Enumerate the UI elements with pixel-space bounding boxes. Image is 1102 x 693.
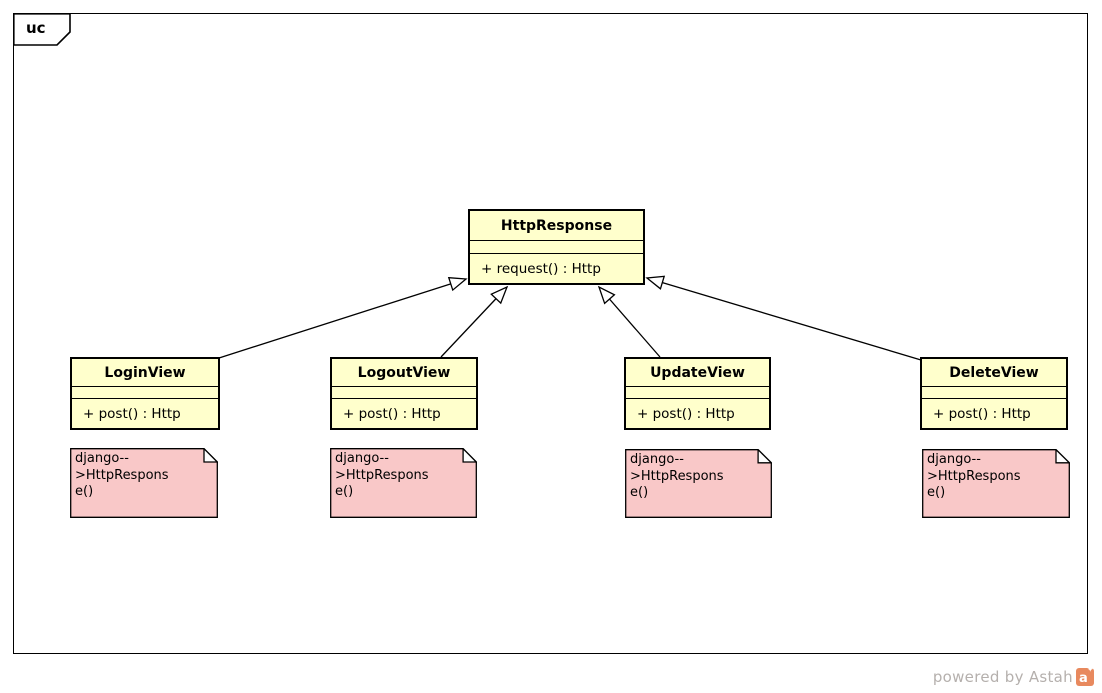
note-text: django-- >HttpRespons e() bbox=[927, 452, 1021, 500]
class-logoutview-operation: + post() : Http bbox=[343, 405, 441, 422]
note-shape bbox=[70, 448, 218, 518]
class-logoutview-attributes bbox=[332, 387, 476, 399]
astah-logo-icon: a ✦ bbox=[1076, 665, 1094, 686]
watermark-text: powered by Astah bbox=[932, 668, 1073, 686]
note-shape bbox=[330, 448, 477, 518]
note-deleteview: django-- >HttpRespons e() bbox=[922, 449, 1070, 518]
class-updateview-name: UpdateView bbox=[626, 359, 769, 387]
class-loginview-operation: + post() : Http bbox=[83, 405, 181, 422]
class-loginview-attributes bbox=[72, 387, 218, 399]
class-logoutview-name: LogoutView bbox=[332, 359, 476, 387]
class-httpresponse: HttpResponse + request() : Http bbox=[468, 209, 645, 285]
watermark: powered by Astah a ✦ bbox=[932, 665, 1094, 686]
class-deleteview-attributes bbox=[922, 387, 1066, 399]
class-httpresponse-name: HttpResponse bbox=[470, 211, 643, 241]
frame-tab-shape bbox=[13, 13, 71, 46]
note-logoutview: django-- >HttpRespons e() bbox=[330, 448, 477, 518]
diagram-frame bbox=[13, 13, 1088, 654]
class-updateview-attributes bbox=[626, 387, 769, 399]
class-deleteview-name: DeleteView bbox=[922, 359, 1066, 387]
sparkle-icon: ✦ bbox=[1086, 665, 1094, 675]
class-httpresponse-attributes bbox=[470, 241, 643, 254]
note-loginview: django-- >HttpRespons e() bbox=[70, 448, 218, 518]
class-logoutview: LogoutView + post() : Http bbox=[330, 357, 478, 430]
class-loginview-name: LoginView bbox=[72, 359, 218, 387]
class-loginview: LoginView + post() : Http bbox=[70, 357, 220, 430]
class-deleteview-operation: + post() : Http bbox=[933, 405, 1031, 422]
note-shape bbox=[922, 449, 1070, 518]
class-deleteview: DeleteView + post() : Http bbox=[920, 357, 1068, 430]
frame-tab: uc bbox=[13, 13, 71, 46]
class-httpresponse-operation: + request() : Http bbox=[481, 260, 601, 277]
frame-tab-label: uc bbox=[26, 19, 46, 37]
class-updateview: UpdateView + post() : Http bbox=[624, 357, 771, 430]
note-text: django-- >HttpRespons e() bbox=[630, 452, 724, 500]
note-shape bbox=[625, 449, 772, 518]
note-updateview: django-- >HttpRespons e() bbox=[625, 449, 772, 518]
class-updateview-operation: + post() : Http bbox=[637, 405, 735, 422]
note-text: django-- >HttpRespons e() bbox=[335, 451, 429, 499]
astah-logo-letter: a bbox=[1079, 671, 1088, 686]
note-text: django-- >HttpRespons e() bbox=[75, 451, 169, 499]
